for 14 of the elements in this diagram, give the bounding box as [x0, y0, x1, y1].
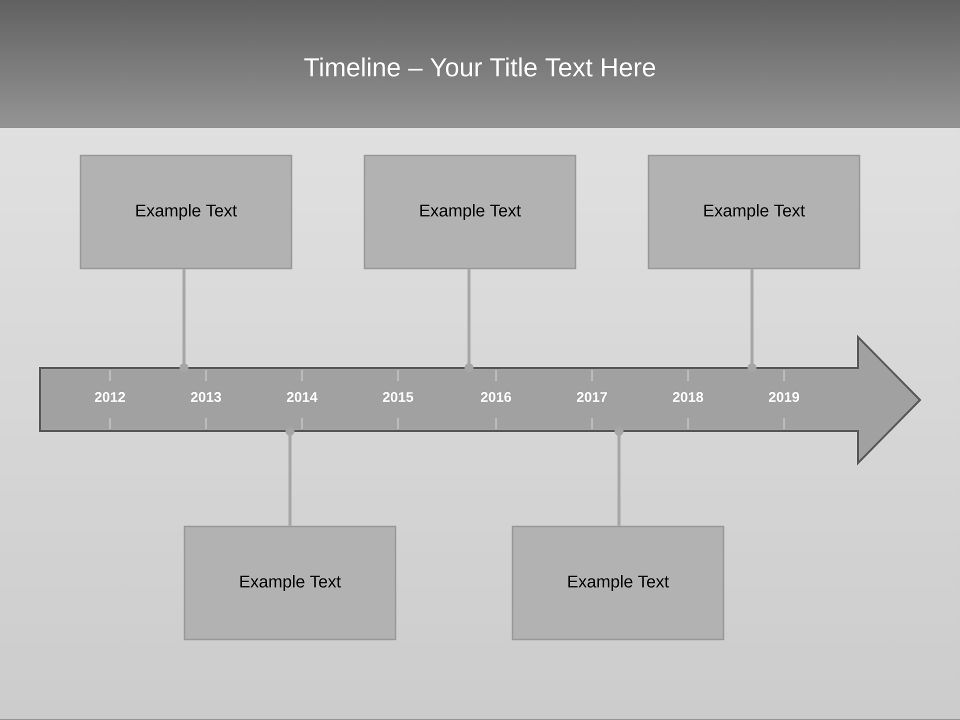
year-label: 2019: [768, 392, 800, 402]
year-label: 2018: [672, 392, 704, 402]
year-label: 2014: [286, 392, 318, 402]
year-label: 2012: [94, 392, 126, 402]
text-box: Example Text: [80, 154, 292, 270]
year-label: 2013: [190, 392, 222, 402]
year-label: 2015: [382, 392, 414, 402]
year-label: 2017: [576, 392, 607, 402]
text-box: Example Text: [364, 154, 576, 270]
text-box: Example Text: [184, 526, 396, 640]
text-box: Example Text: [648, 154, 860, 270]
year-label: 2016: [480, 392, 512, 402]
title: Timeline – Your Title Text Here: [304, 57, 656, 77]
text-box: Example Text: [512, 526, 724, 640]
